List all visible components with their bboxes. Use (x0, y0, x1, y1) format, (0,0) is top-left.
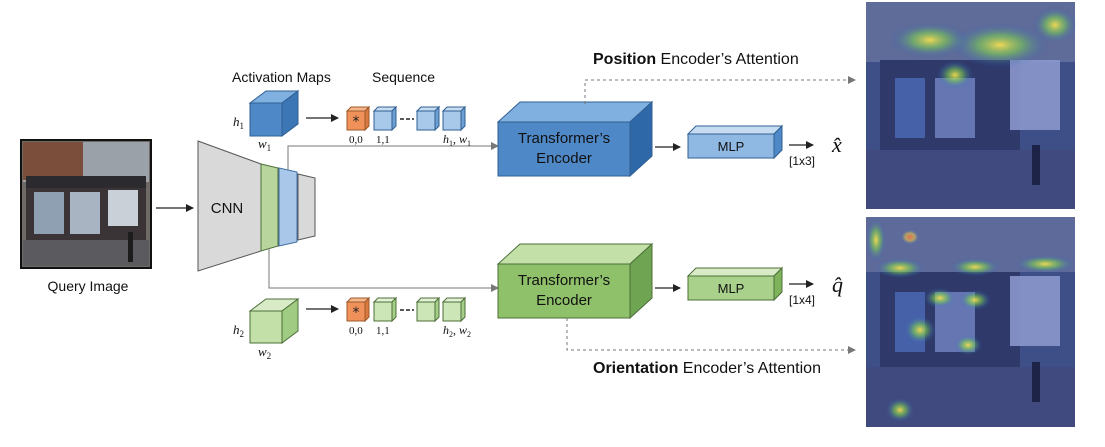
orientation-mlp-label: MLP (718, 281, 745, 296)
orientation-map-w: w2 (258, 344, 271, 361)
position-token (415, 105, 441, 132)
position-attention-link (584, 76, 856, 104)
position-output-shape: [1x3] (789, 154, 815, 168)
orientation-activation-map (248, 298, 300, 344)
query-image-label: Query Image (48, 278, 129, 294)
position-seq-label-second: 1,1 (376, 134, 390, 146)
svg-text:*: * (353, 114, 360, 130)
orientation-attention-link (566, 318, 856, 354)
orientation-seq-label-second: 1,1 (376, 325, 390, 337)
orientation-mlp (686, 266, 784, 302)
activation-maps-label: Activation Maps (232, 69, 331, 85)
position-token-cls: * (345, 105, 371, 132)
position-mlp (686, 124, 784, 160)
sequence-label: Sequence (372, 69, 435, 85)
position-token-last (441, 105, 467, 132)
position-seq-label-last: h1, w1 (443, 132, 471, 148)
position-attention-title: Position Encoder’s Attention (593, 51, 799, 68)
cnn-to-orientation-encoder (268, 248, 499, 292)
orientation-encoder-line2: Encoder (536, 292, 592, 309)
orientation-seq-label-first: 0,0 (349, 325, 363, 337)
position-token (372, 105, 398, 132)
orientation-seq-label-last: h2, w2 (443, 323, 471, 339)
query-image (20, 139, 152, 269)
cnn-label: CNN (211, 200, 244, 217)
orientation-output-shape: [1x4] (789, 293, 815, 307)
position-encoder-line2: Encoder (536, 150, 592, 167)
svg-text:*: * (353, 305, 360, 321)
cnn-block (197, 140, 316, 272)
position-activation-map (248, 90, 300, 137)
orientation-token-last (441, 296, 467, 323)
orientation-map-h: h2 (233, 322, 244, 339)
orientation-attention-map (866, 217, 1075, 427)
orientation-sequence: * (345, 296, 467, 323)
position-map-h: h1 (233, 114, 244, 131)
position-mlp-label: MLP (718, 139, 745, 154)
orientation-token (372, 296, 398, 323)
position-encoder-line1: Transformer’s (518, 130, 610, 147)
orientation-encoder-line1: Transformer’s (518, 272, 610, 289)
position-map-w: w1 (258, 136, 271, 153)
position-output-symbol: x̂ (831, 132, 842, 157)
orientation-encoder (496, 242, 654, 320)
orientation-token (415, 296, 441, 323)
orientation-attention-title: Orientation Encoder’s Attention (593, 360, 821, 377)
orientation-token-cls: * (345, 296, 371, 323)
position-attention-map (866, 2, 1077, 209)
position-encoder (496, 100, 654, 178)
cnn-to-position-encoder (287, 142, 499, 170)
position-sequence: * (345, 105, 467, 132)
position-seq-label-first: 0,0 (349, 134, 363, 146)
orientation-output-symbol: q̂ (832, 272, 843, 297)
